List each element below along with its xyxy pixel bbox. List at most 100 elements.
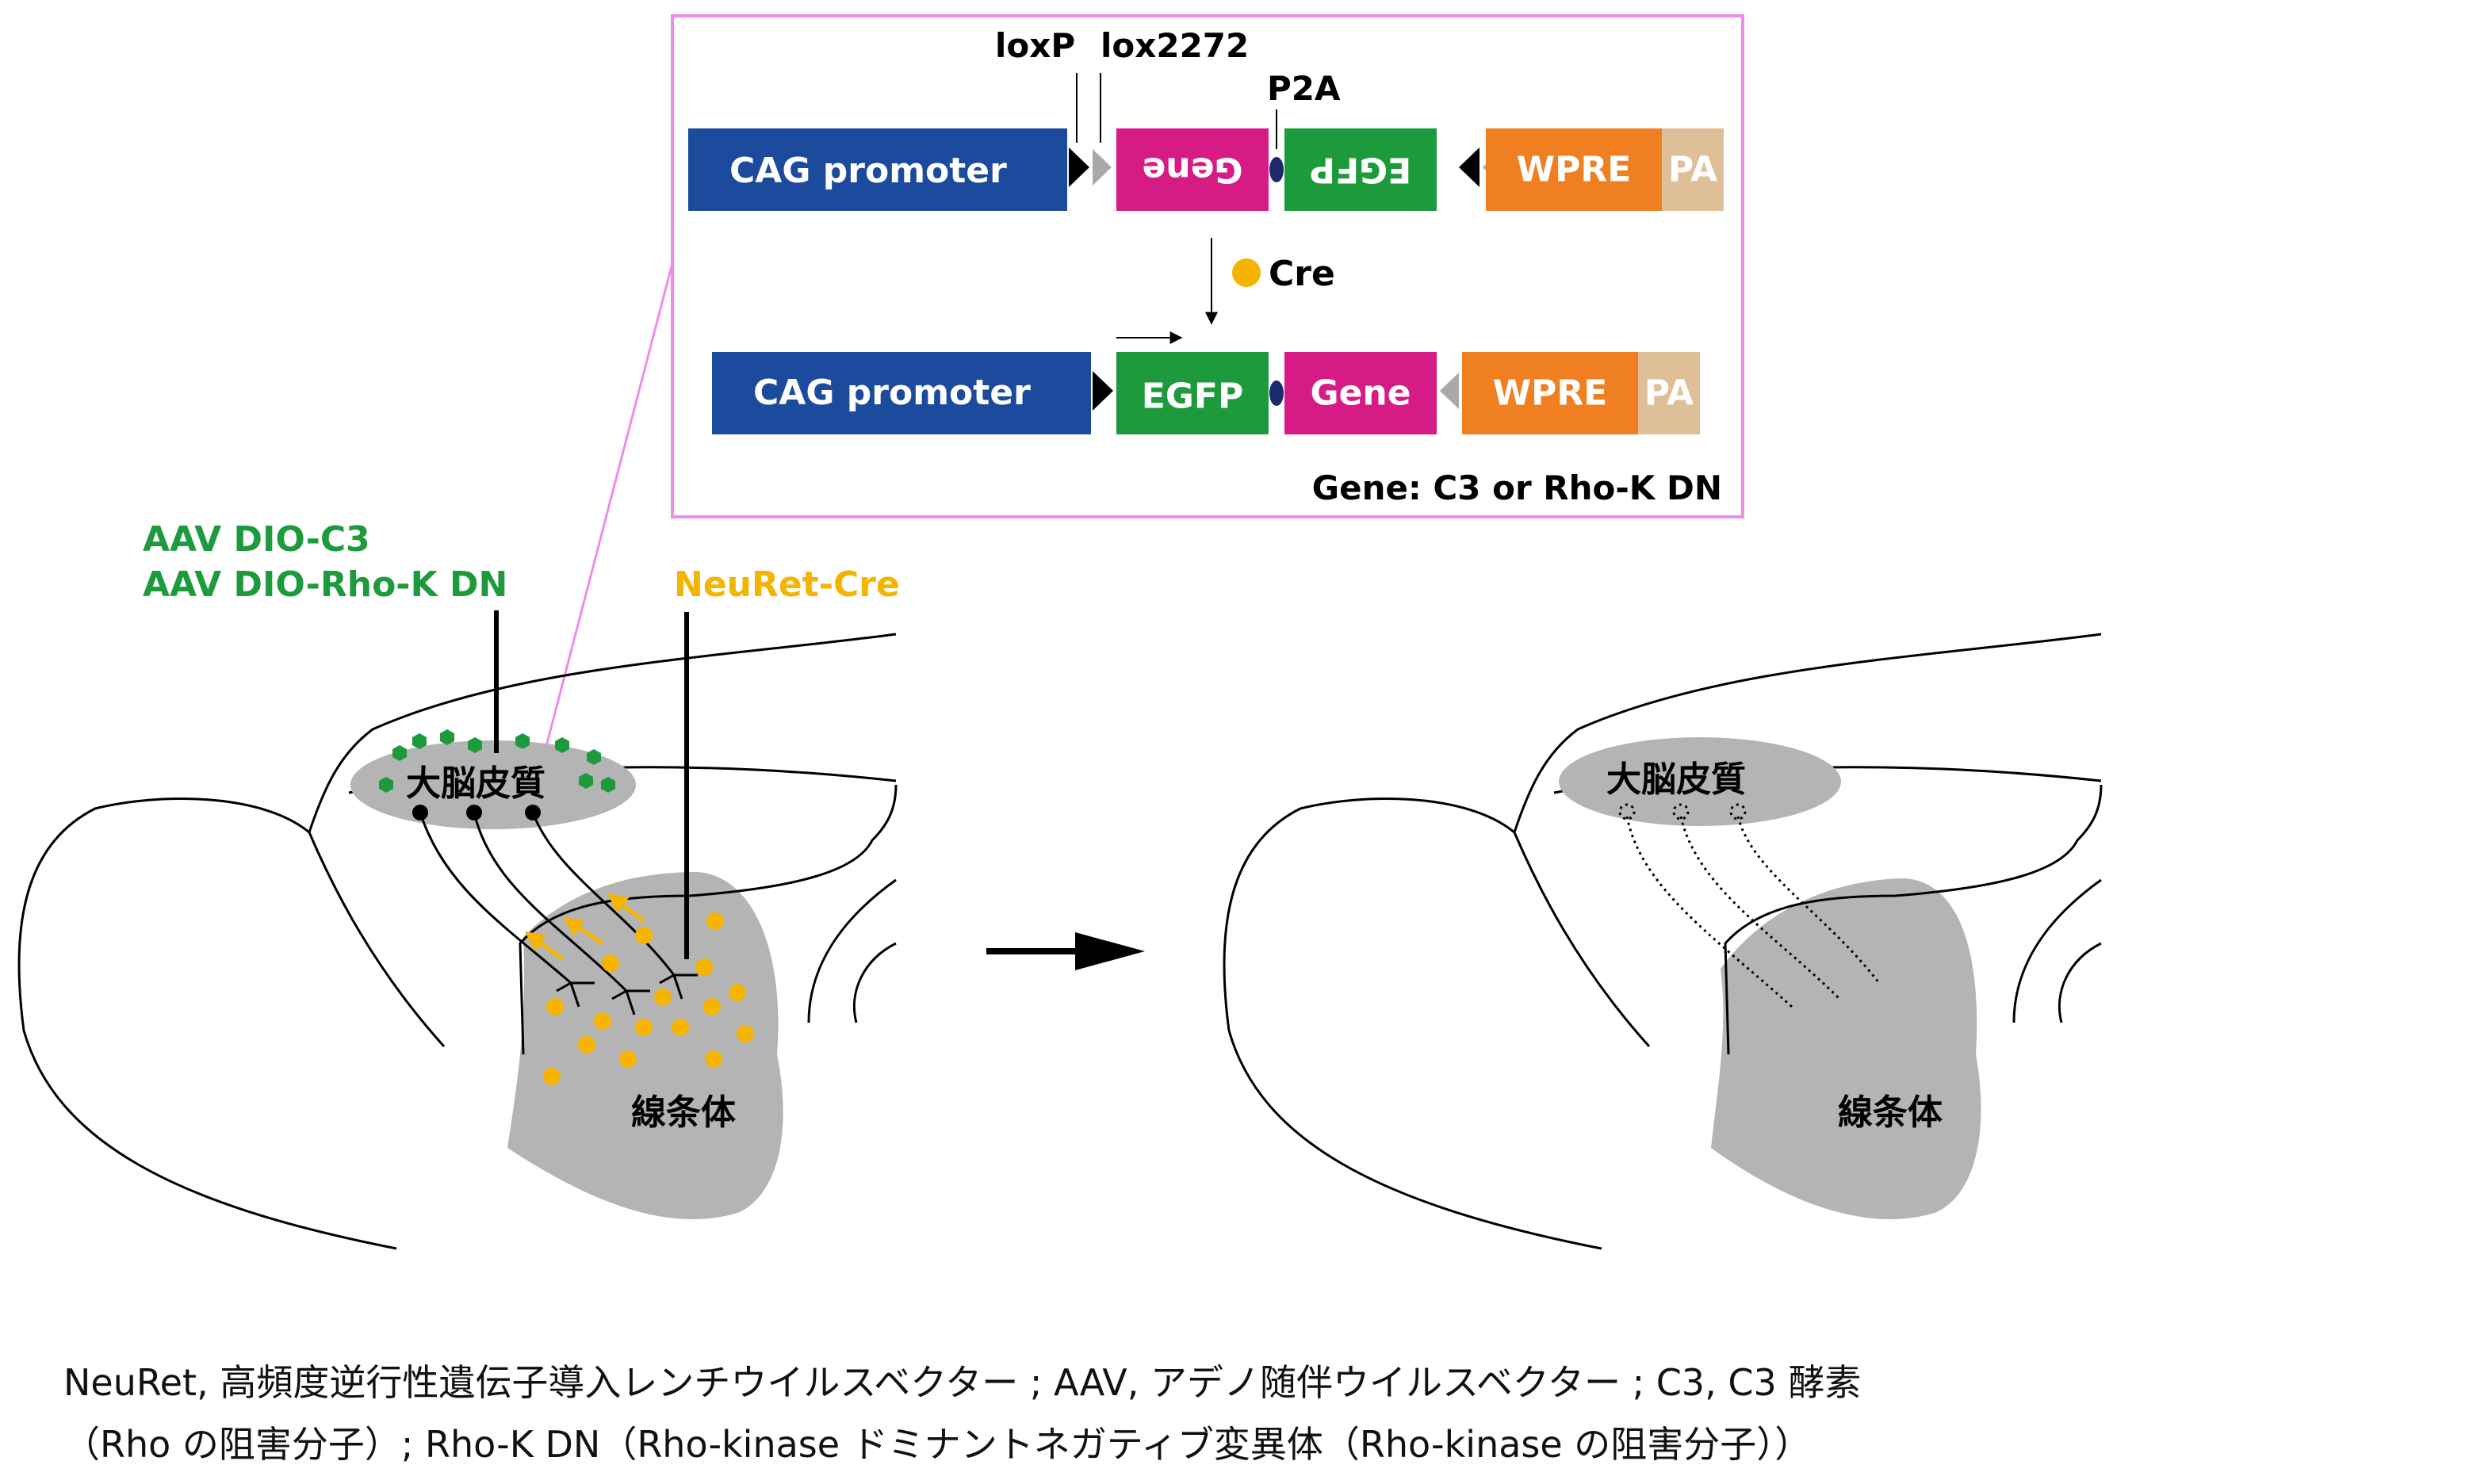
aav-label-line2: AAV DIO-Rho-K DN [143, 564, 507, 605]
cortex-label-right: 大脳皮質 [1606, 759, 1746, 800]
neuret-particle [737, 1025, 754, 1042]
transition-arrow [986, 932, 1145, 970]
cre-label: Cre [1269, 254, 1335, 294]
neuret-label: NeuRet-Cre [674, 564, 900, 605]
dotted-axon [1736, 816, 1881, 984]
aav-particle [379, 777, 393, 793]
right-brain-panel: 大脳皮質 線条体 [1223, 633, 2103, 1250]
aav-particle [587, 749, 601, 765]
neuron-soma [412, 805, 428, 820]
caption-line-2: （Rho の阻害分子）; Rho-K DN（Rho-kinase ドミナントネガ… [63, 1423, 1812, 1466]
transition-arrow-head [1075, 932, 1145, 970]
neuret-particle [594, 1012, 611, 1030]
loxp-label: loxP [995, 26, 1075, 65]
aav-particle [392, 745, 407, 761]
axon [531, 812, 676, 976]
loxp-triangle-3 [1093, 371, 1113, 411]
pa-label-1: PA [1668, 150, 1717, 190]
brain-outline-left [17, 633, 897, 1250]
egfp-box-2 [1116, 352, 1269, 434]
neuret-particle [635, 927, 653, 944]
olfactory-curve-right [2012, 878, 2102, 1023]
neuret-particle [703, 998, 721, 1015]
ventricle-outline-left [519, 784, 898, 1055]
striatum-region-right [1711, 878, 1981, 1220]
egfp-label-inverted: EGFP [1310, 150, 1411, 190]
gene-label-inverted: Gene [1142, 150, 1242, 190]
aav-particle [555, 737, 569, 753]
construct-frame [671, 14, 1744, 518]
loxp-triangle-1 [1069, 147, 1089, 187]
neuret-particle [619, 1050, 637, 1068]
dotted-soma [1618, 803, 1636, 820]
olfactory-inner-right [2058, 942, 2102, 1023]
pa-label-2: PA [1644, 373, 1694, 414]
caption-line-1: NeuRet, 高頻度逆行性遺伝子導入レンチウイルスベクター ; AAV, アデ… [63, 1361, 1862, 1404]
pa-box-2 [1638, 352, 1700, 434]
striatum-region-left [507, 872, 783, 1220]
retrograde-arrow [607, 893, 645, 923]
neuret-particle [729, 984, 746, 1001]
wpre-box-2 [1462, 352, 1638, 434]
aav-particle [515, 733, 530, 749]
neuret-particle [546, 998, 564, 1015]
aav-particle [579, 773, 593, 789]
neuret-particle [695, 958, 713, 976]
aav-particle [440, 729, 454, 745]
p2a-ellipse-1 [1269, 157, 1284, 182]
ventricle-outline-right [1724, 784, 2103, 1055]
terminal [556, 981, 595, 1008]
degenerated-axons [1618, 803, 1881, 1008]
neuret-particle [602, 954, 619, 972]
dotted-axon [1679, 816, 1841, 1000]
lox2272-triangle-1 [1093, 149, 1112, 186]
brain-outline-right [1223, 633, 2102, 1250]
construct-diagram: loxP lox2272 P2A CAG promoter Gene EGFP … [671, 14, 1744, 518]
retrograde-arrows [524, 893, 645, 962]
wpre-box-1 [1486, 128, 1662, 211]
loxp-triangle-2 [1459, 147, 1479, 187]
neuret-particle [543, 1068, 561, 1085]
p2a-ellipse-2 [1269, 381, 1284, 406]
lox2272-label: lox2272 [1101, 26, 1249, 65]
lox2272-triangle-3 [1440, 373, 1459, 409]
olfactory-inner-left [852, 942, 897, 1023]
egfp-label-2: EGFP [1142, 377, 1243, 417]
axon [473, 812, 628, 993]
olfactory-curve-left [807, 878, 897, 1023]
neuret-particle [578, 1036, 595, 1054]
aav-particle [412, 733, 427, 749]
aav-label-line1: AAV DIO-C3 [143, 519, 370, 560]
aav-particles [379, 729, 615, 793]
gene-note: Gene: C3 or Rho-K DN [1312, 469, 1722, 507]
striatum-label-left: 線条体 [631, 1092, 736, 1133]
gene-box-2 [1284, 352, 1437, 434]
cag-promoter-label-1: CAG promoter [729, 151, 1007, 191]
cag-promoter-box-2 [712, 352, 1091, 434]
neuret-particle [654, 989, 672, 1006]
neuret-particle [706, 912, 724, 930]
terminal [659, 973, 698, 1000]
neuret-particles [543, 912, 754, 1085]
retrograde-arrow [562, 917, 604, 946]
neuron-soma [466, 805, 482, 820]
projection-neurons-left [419, 812, 698, 1015]
wpre-label-2: WPRE [1493, 373, 1608, 414]
gene-label-2: Gene [1310, 373, 1411, 414]
cerebellum-curve-left [308, 832, 446, 1048]
axon [419, 812, 572, 985]
cag-promoter-label-2: CAG promoter [753, 373, 1031, 413]
neuret-particle [635, 1019, 653, 1036]
retrograde-arrow [524, 931, 565, 962]
dotted-soma [1672, 803, 1690, 820]
aav-particle [601, 777, 615, 793]
dotted-soma [1729, 803, 1747, 820]
striatum-label-right: 線条体 [1838, 1092, 1943, 1133]
wpre-label-1: WPRE [1517, 150, 1632, 190]
left-brain-panel: 大脳皮質 AAV DIO-C3 AAV DIO-Rho-K DN NeuRet-… [17, 519, 900, 1250]
box-connector-line [544, 262, 674, 750]
pa-box-1 [1662, 128, 1724, 211]
aav-particle [468, 737, 482, 753]
terminal [611, 989, 650, 1015]
neuret-particle [705, 1050, 722, 1068]
